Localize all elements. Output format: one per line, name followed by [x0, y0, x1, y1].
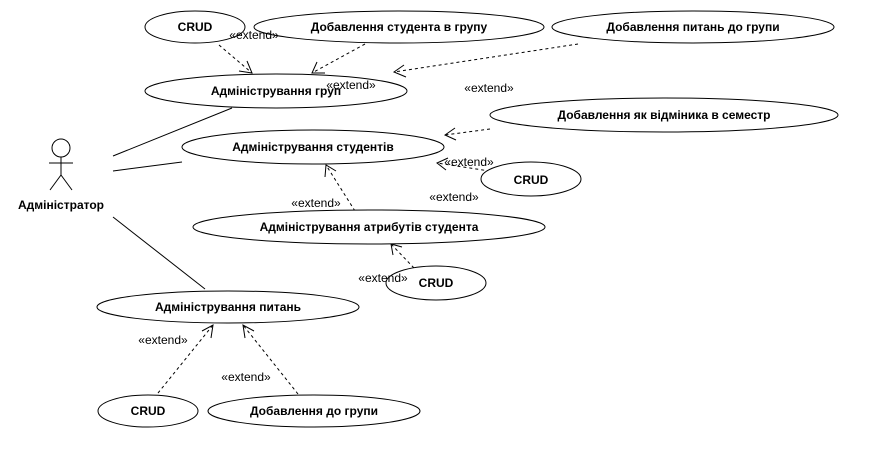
- usecase-label: CRUD: [178, 20, 213, 34]
- extend-crud-groups: [218, 44, 253, 74]
- extend-admin-student-attributes: [324, 164, 356, 212]
- usecase-crud-groups[interactable]: CRUD: [144, 10, 246, 44]
- usecase-add-to-group[interactable]: Добавлення до групи: [207, 394, 421, 428]
- usecase-add-honors-student[interactable]: Добавлення як відміника в семестр: [489, 97, 839, 133]
- association-admin-questions: [112, 216, 206, 290]
- usecase-label: CRUD: [131, 404, 166, 418]
- usecase-admin-groups[interactable]: Адміністрування груп: [144, 73, 408, 109]
- extend-add-student-to-group: [311, 43, 366, 74]
- usecase-label: Добавлення як відміника в семестр: [558, 108, 771, 122]
- usecase-crud-students[interactable]: CRUD: [480, 161, 582, 197]
- extend-label-crud-attributes: «extend»: [358, 271, 408, 285]
- extend-add-honors-student: [443, 127, 491, 141]
- extend-add-to-group: [242, 324, 299, 395]
- association-admin-groups: [112, 107, 233, 157]
- usecase-label: Адміністрування питань: [155, 300, 301, 314]
- usecase-add-questions-to-group[interactable]: Добавлення питань до групи: [551, 10, 835, 44]
- usecase-admin-students[interactable]: Адміністрування студентів: [181, 129, 445, 165]
- extend-label-add-to-group: «extend»: [221, 370, 271, 384]
- usecase-crud-questions[interactable]: CRUD: [97, 394, 199, 428]
- actor-right-leg: [60, 174, 73, 191]
- usecase-label: Добавлення студента в групу: [311, 20, 488, 34]
- usecase-label: CRUD: [419, 276, 454, 290]
- actor-head-icon: [51, 138, 71, 158]
- usecase-label: Адміністрування атрибутів студента: [260, 220, 479, 234]
- usecase-label: Добавлення до групи: [250, 404, 378, 418]
- extend-add-questions-to-group: [392, 43, 579, 78]
- extend-label-admin-student-attributes: «extend»: [291, 196, 341, 210]
- extend-crud-questions: [157, 324, 214, 394]
- actor-left-leg: [49, 174, 62, 191]
- extend-label-add-honors-student: «extend»: [429, 190, 479, 204]
- actor-label: Адміністратор: [18, 198, 104, 212]
- extend-label-add-questions-to-group: «extend»: [464, 81, 514, 95]
- usecase-label: Добавлення питань до групи: [606, 20, 779, 34]
- usecase-label: Адміністрування студентів: [232, 140, 394, 154]
- actor-administrator[interactable]: Адміністратор: [18, 138, 104, 212]
- extend-label-add-student-to-group: «extend»: [326, 78, 376, 92]
- extend-crud-students: [436, 157, 497, 173]
- usecase-admin-student-attributes[interactable]: Адміністрування атрибутів студента: [192, 209, 546, 245]
- usecase-label: CRUD: [514, 173, 549, 187]
- extend-label-crud-questions: «extend»: [138, 333, 188, 347]
- usecase-admin-questions[interactable]: Адміністрування питань: [96, 290, 360, 324]
- association-admin-students: [112, 161, 183, 172]
- extend-label-crud-groups: «extend»: [229, 28, 279, 42]
- usecase-add-student-to-group[interactable]: Добавлення студента в групу: [253, 10, 545, 44]
- extend-label-crud-students: «extend»: [444, 155, 494, 169]
- usecase-crud-attributes[interactable]: CRUD: [385, 265, 487, 301]
- usecase-label: Адміністрування груп: [211, 84, 341, 98]
- extend-crud-attributes: [390, 243, 415, 269]
